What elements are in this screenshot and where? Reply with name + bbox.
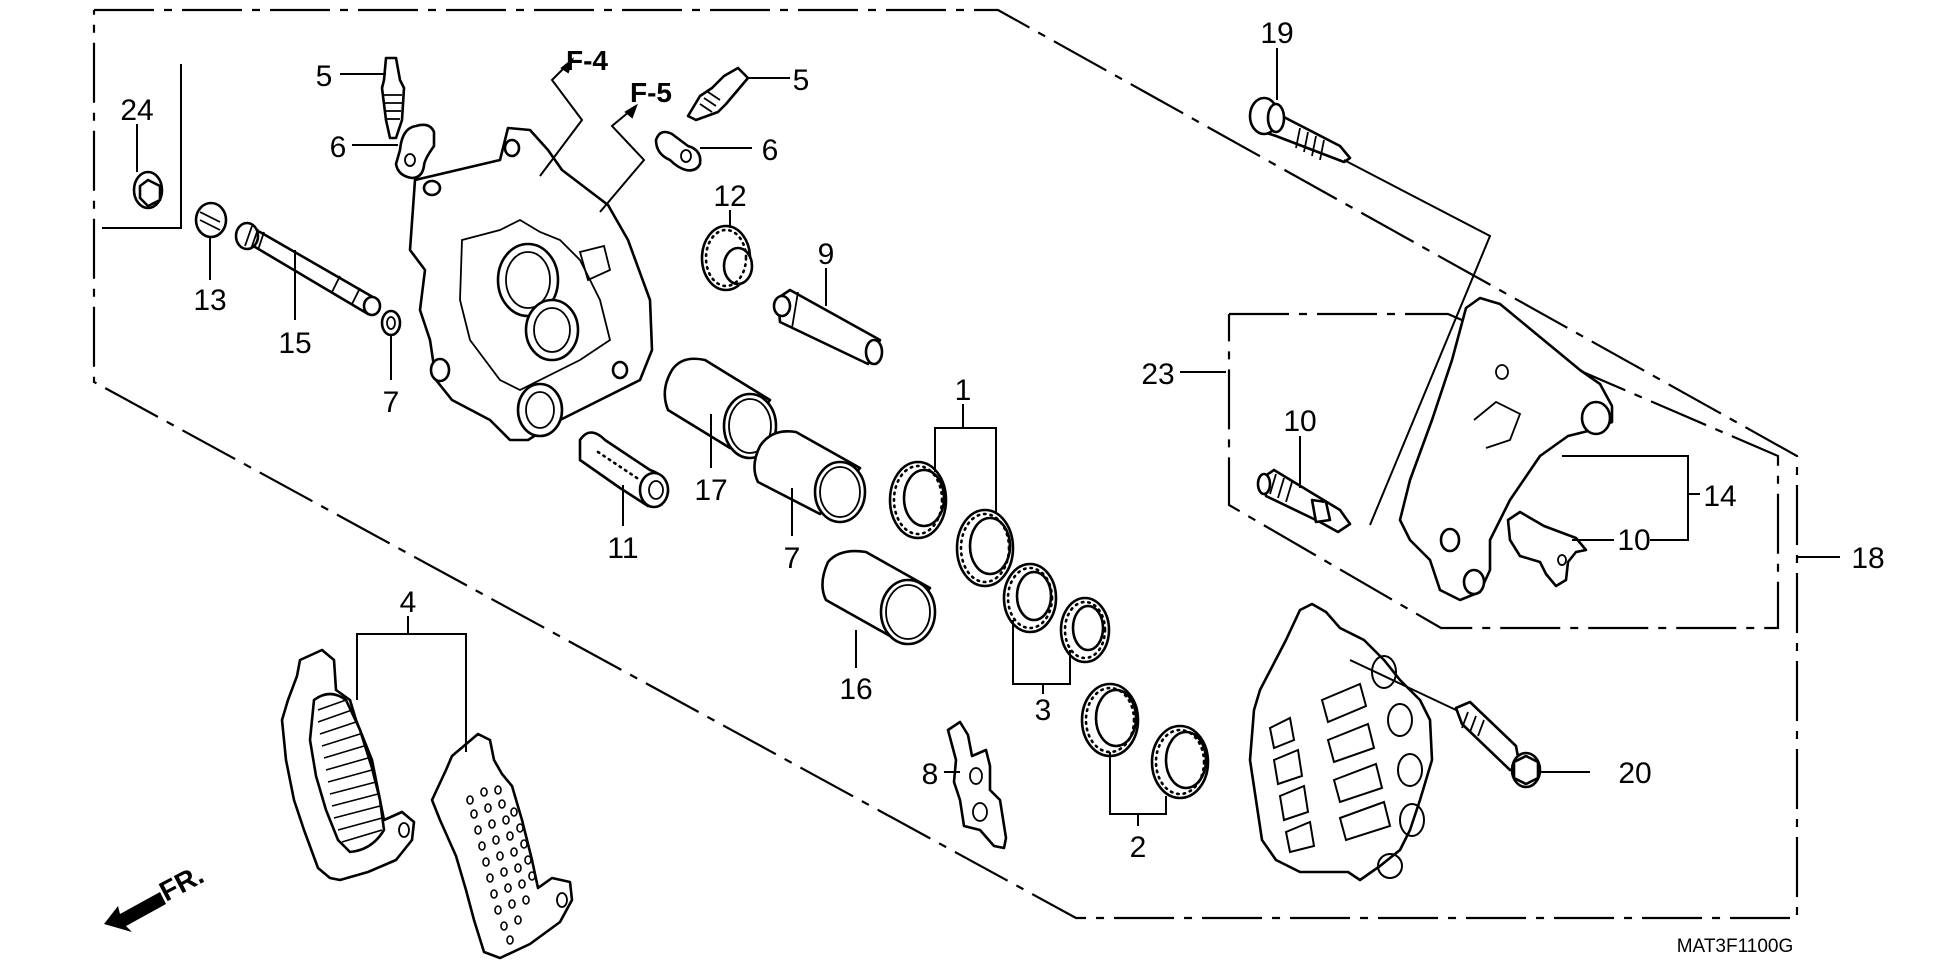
piston-seal-1b[interactable] — [955, 508, 1015, 588]
callout-22: 20 — [1618, 757, 1651, 790]
callout-14: 12 — [713, 180, 746, 213]
flange-bolt-22[interactable] — [1454, 700, 1542, 789]
callout-20: 18 — [1851, 542, 1884, 575]
caliper-bracket-23[interactable] — [1398, 296, 1614, 602]
piston-18[interactable] — [821, 549, 937, 646]
front-direction-arrow: FR. — [104, 859, 209, 932]
pad-retainer-10[interactable] — [1506, 510, 1588, 588]
callout-2: 2 — [1130, 831, 1147, 864]
leader-4 — [356, 633, 467, 752]
callout-18: 16 — [839, 673, 872, 706]
callout-23: 23 — [1141, 358, 1174, 391]
brake-pad-4a[interactable] — [280, 648, 416, 882]
callout-6-left: 6 — [330, 131, 347, 164]
dust-seal-3b[interactable] — [1059, 596, 1111, 664]
caliper-body[interactable] — [408, 126, 654, 442]
piston-19[interactable] — [663, 357, 778, 460]
callout-15: 13 — [193, 284, 226, 317]
boot-13[interactable] — [578, 431, 670, 509]
pin-11[interactable] — [772, 288, 884, 366]
pad-pin-17[interactable] — [234, 221, 382, 317]
callout-5-left: 5 — [316, 60, 333, 93]
assembly-boundary-20 — [92, 8, 1799, 920]
callout-8: 8 — [922, 758, 939, 791]
dust-seal-3a[interactable] — [1002, 562, 1058, 634]
callout-3: 3 — [1035, 694, 1052, 727]
callout-17: 15 — [278, 327, 311, 360]
nut-24-bracket — [102, 64, 182, 229]
callout-13: 11 — [607, 532, 638, 565]
piston-seal-1a[interactable] — [888, 460, 948, 540]
leader-1 — [934, 427, 997, 514]
callout-11: 9 — [818, 238, 835, 271]
callout-12: 10 — [1283, 405, 1316, 438]
callout-10: 10 — [1617, 524, 1650, 557]
leader-3 — [1012, 620, 1071, 685]
callout-1: 1 — [955, 374, 972, 407]
bracket-boundary-23 — [1227, 312, 1780, 630]
callout-7: 7 — [784, 542, 801, 575]
piston-seal-2a[interactable] — [1080, 682, 1140, 758]
callout-19: 17 — [694, 474, 727, 507]
bleeder-cap-6-left[interactable] — [394, 123, 436, 180]
washer-9[interactable] — [380, 309, 402, 337]
flange-bolt-21[interactable] — [1248, 96, 1352, 164]
callout-4: 4 — [400, 586, 417, 619]
bleed-valve-5-right[interactable] — [686, 66, 750, 122]
piston-seal-2b[interactable] — [1150, 724, 1210, 800]
pad-spring-8[interactable] — [946, 720, 1008, 850]
leader-16-10 — [1562, 455, 1689, 541]
bleeder-cap-6-right[interactable] — [654, 130, 702, 172]
callout-24: 24 — [120, 94, 153, 127]
callout-16: 14 — [1703, 480, 1736, 513]
reference-arrow-f5 — [599, 103, 646, 213]
callout-6-right: 6 — [762, 134, 779, 167]
brake-pad-4b[interactable] — [430, 732, 574, 960]
piston-7[interactable] — [753, 430, 867, 524]
caliper-rear-half[interactable] — [1248, 602, 1434, 882]
nut-24[interactable] — [132, 170, 164, 210]
callout-9: 7 — [383, 386, 400, 419]
bleed-valve-5-left[interactable] — [380, 56, 406, 140]
diagram-code: MAT3F1100G — [1677, 936, 1794, 957]
plug-15[interactable] — [194, 201, 228, 239]
pad-friction-dots — [466, 785, 536, 945]
bolt-22-leader-path — [1349, 659, 1457, 711]
callout-5-right: 5 — [793, 64, 810, 97]
caliper-rear-windows — [1268, 655, 1425, 879]
reference-arrow-f4 — [539, 57, 584, 177]
bolt-pin-12[interactable] — [1256, 468, 1352, 534]
bolt-21-leader-path — [1343, 159, 1492, 526]
callout-21: 19 — [1260, 17, 1293, 50]
boot-14[interactable] — [700, 224, 754, 292]
reference-f5: F-5 — [630, 77, 672, 108]
reference-f4: F-4 — [566, 45, 608, 76]
